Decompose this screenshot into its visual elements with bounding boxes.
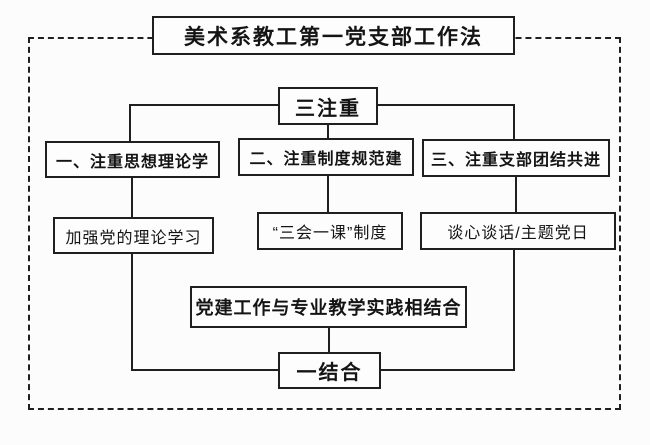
node-one-combination: 一结合 [278,352,381,389]
connector-right-drop [513,104,515,140]
node-branch2-detail: “三会一课”制度 [257,212,403,250]
node-integration: 党建工作与专业教学实践相结合 [190,286,467,328]
connector-right-vertical-to-bottom [513,250,515,371]
connector-center-drop [327,124,329,139]
connector-top-right-horizontal [377,104,515,106]
connector-left-vertical-to-bottom [131,254,133,371]
node-branch1-heading: 一、注重思想理论学 [45,141,220,178]
diagram-title: 美术系教工第一党支部工作法 [152,16,515,55]
connector-top-left-horizontal [129,104,279,106]
connector-bottom-left-horizontal [131,369,279,371]
node-branch1-detail: 加强党的理论学习 [53,217,214,254]
connector-branch3-detail [515,177,517,213]
connector-branch2-detail [327,176,329,213]
connector-left-drop [129,104,131,142]
node-branch3-detail: 谈心谈话/主题党日 [420,212,616,250]
connector-integration-result [328,328,330,352]
node-branch3-heading: 三、注重支部团结共进 [422,139,610,177]
connector-branch1-detail [131,178,133,218]
node-three-emphases: 三注重 [278,87,378,125]
connector-bottom-right-horizontal [381,369,515,371]
node-branch2-heading: 二、注重制度规范建 [238,138,414,176]
